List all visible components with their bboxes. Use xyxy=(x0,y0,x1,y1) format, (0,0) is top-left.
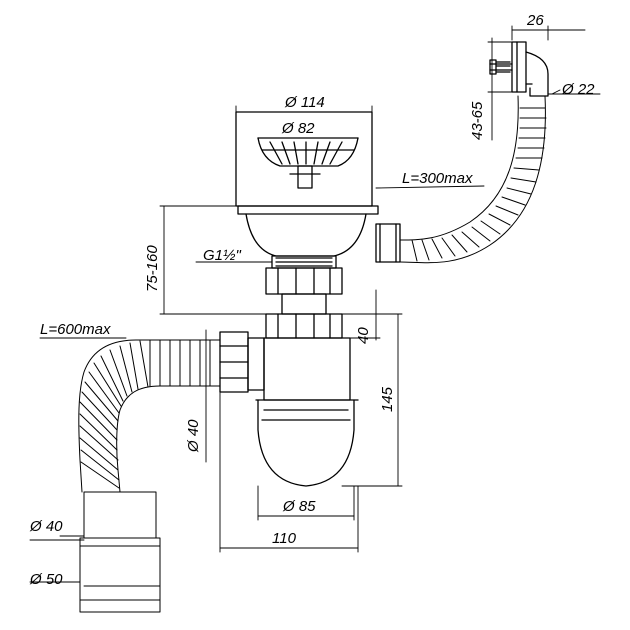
overflow-width-label: 26 xyxy=(527,12,544,29)
overflow-cap xyxy=(489,41,549,97)
bowl-diameter-label: Ø 114 xyxy=(285,94,325,111)
drain-hose-length-label: L=600max xyxy=(40,321,111,338)
strainer-diameter-label: Ø 82 xyxy=(282,120,315,137)
outlet-diameter-label: Ø 40 xyxy=(185,419,202,452)
overflow-height-label: 43-65 xyxy=(469,101,486,140)
drain-dimensions xyxy=(29,337,161,587)
overflow-diameter-label: Ø 22 xyxy=(562,81,595,98)
trap-dimensions xyxy=(205,289,403,553)
trap-body xyxy=(219,331,359,487)
bowl-dimensions xyxy=(159,105,485,315)
pipe-diameter-large-label: Ø 50 xyxy=(30,571,63,588)
overflow-hose xyxy=(399,95,547,264)
sink-strainer xyxy=(235,111,401,339)
overflow-dimensions xyxy=(487,25,601,141)
trap-height-label: 145 xyxy=(379,386,396,412)
cup-diameter-label: Ø 85 xyxy=(283,498,316,515)
thread-label: G1½" xyxy=(203,247,241,264)
height-range-label: 75-160 xyxy=(144,245,161,292)
trap-width-label: 110 xyxy=(272,530,296,547)
drain-hose xyxy=(78,339,221,613)
nut-height-label: 40 xyxy=(355,327,372,344)
overflow-hose-length-label: L=300max xyxy=(402,170,473,187)
pipe-diameter-small-label: Ø 40 xyxy=(30,518,63,535)
